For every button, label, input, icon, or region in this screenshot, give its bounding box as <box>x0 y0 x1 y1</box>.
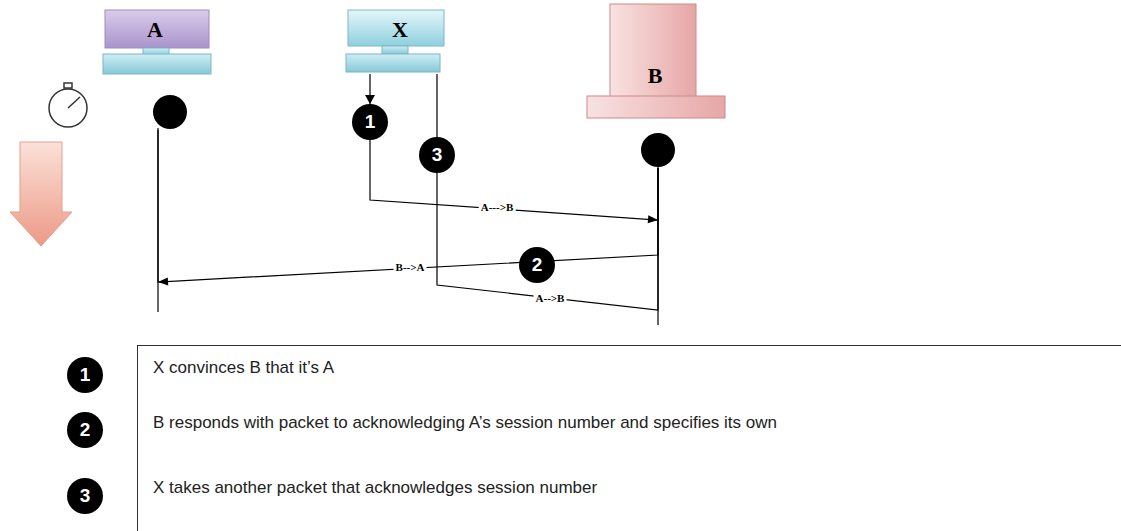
callout-number: 2 <box>80 419 91 441</box>
callout-number: 1 <box>365 111 376 133</box>
server-icon: B <box>585 4 727 168</box>
computer-icon: X <box>346 10 446 74</box>
device-label: B <box>648 63 663 89</box>
time-arrow <box>10 142 72 246</box>
device-label: A <box>147 17 163 43</box>
message-label: A-->B <box>534 292 567 304</box>
message-line <box>158 130 658 282</box>
message-label: B-->A <box>394 261 427 273</box>
callout-number: 3 <box>419 137 455 173</box>
lifelines <box>158 128 658 325</box>
stopwatch-icon <box>49 83 87 127</box>
callout-number: 3 <box>432 144 443 166</box>
computer-icon: A <box>103 10 213 130</box>
callout-number: 3 <box>80 485 91 507</box>
callout-number: 1 <box>67 357 103 393</box>
step-note: X takes another packet that acknowledges… <box>153 478 597 498</box>
note-box: X convinces B that it’s A B responds with… <box>137 345 1121 531</box>
message-label: A--->B <box>479 201 516 213</box>
message-arrow <box>158 130 658 285</box>
arrowhead <box>158 277 168 285</box>
callout-number: 3 <box>67 478 103 514</box>
callout-number: 1 <box>352 104 388 140</box>
callout-number: 2 <box>532 254 543 276</box>
step-note: B responds with packet to acknowledging … <box>153 413 777 433</box>
callout-number: 2 <box>67 412 103 448</box>
callout-number: 1 <box>80 364 91 386</box>
device-label: X <box>392 17 408 43</box>
step-note: X convinces B that it’s A <box>153 358 334 378</box>
arrowhead <box>648 215 658 223</box>
callout-number: 2 <box>519 247 555 283</box>
